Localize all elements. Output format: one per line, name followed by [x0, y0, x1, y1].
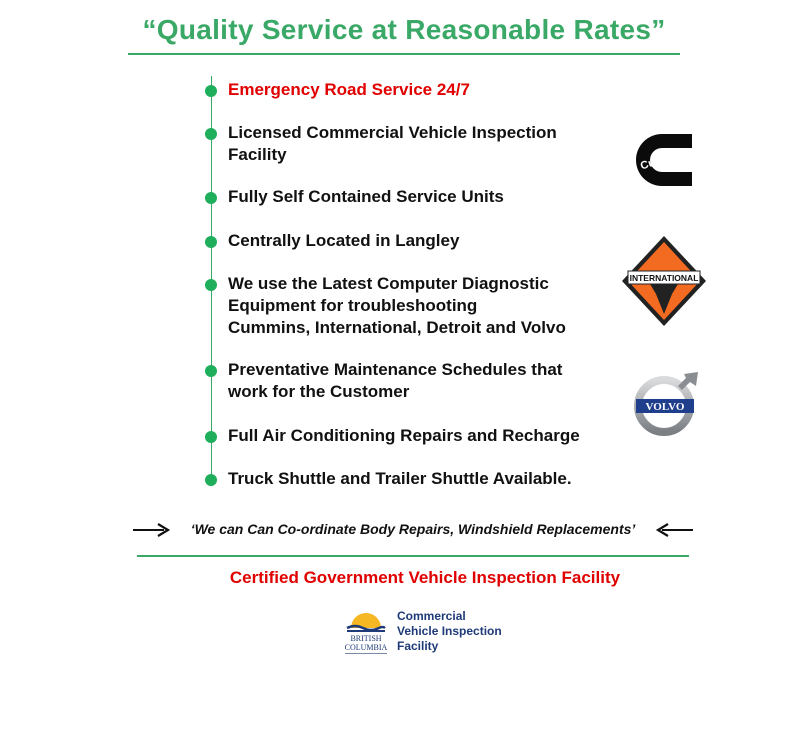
bullet-dot: [205, 279, 217, 291]
volvo-logo: VOLVO: [634, 372, 698, 436]
service-item-label: Licensed Commercial Vehicle Inspection F…: [228, 123, 557, 164]
bullet-dot: [205, 236, 217, 248]
international-logo-text: INTERNATIONAL: [630, 273, 699, 283]
headline: “Quality Service at Reasonable Rates”: [142, 14, 666, 45]
bc-logo-line1: BRITISH: [350, 634, 381, 643]
bc-logo: BRITISH COLUMBIA: [345, 613, 388, 654]
cummins-logo: Cummins: [636, 134, 692, 186]
bullet-dot: [205, 431, 217, 443]
service-item-label: We use the Latest Computer Diagnostic Eq…: [228, 274, 566, 337]
service-item-label: Emergency Road Service 24/7: [228, 80, 470, 99]
certified-heading: Certified Government Vehicle Inspection …: [229, 568, 621, 587]
arrow-left-icon: [655, 523, 693, 537]
service-item-label: Full Air Conditioning Repairs and Rechar…: [228, 426, 580, 445]
bc-inspection-badge: BRITISH COLUMBIA Commercial Vehicle Insp…: [339, 606, 539, 658]
bullet-dot: [205, 128, 217, 140]
bc-badge-text: Commercial Vehicle Inspection Facility: [397, 609, 502, 653]
bullet-dot: [205, 192, 217, 204]
bullet-dot: [205, 474, 217, 486]
service-item-label: Truck Shuttle and Trailer Shuttle Availa…: [228, 469, 572, 488]
callout-text: ‘We can Can Co-ordinate Body Repairs, Wi…: [190, 521, 636, 537]
service-item-label: Centrally Located in Langley: [228, 231, 460, 250]
volvo-logo-text: VOLVO: [646, 401, 685, 413]
middle-divider: [137, 555, 689, 557]
service-item-label: Fully Self Contained Service Units: [228, 187, 504, 206]
bullet-dot: [205, 85, 217, 97]
service-item-label: Preventative Maintenance Schedules that …: [228, 360, 563, 401]
bullet-dot: [205, 365, 217, 377]
top-divider: [128, 53, 680, 55]
international-logo: INTERNATIONAL: [622, 236, 706, 326]
bc-logo-line2: COLUMBIA: [345, 643, 388, 652]
arrow-right-icon: [133, 523, 171, 537]
